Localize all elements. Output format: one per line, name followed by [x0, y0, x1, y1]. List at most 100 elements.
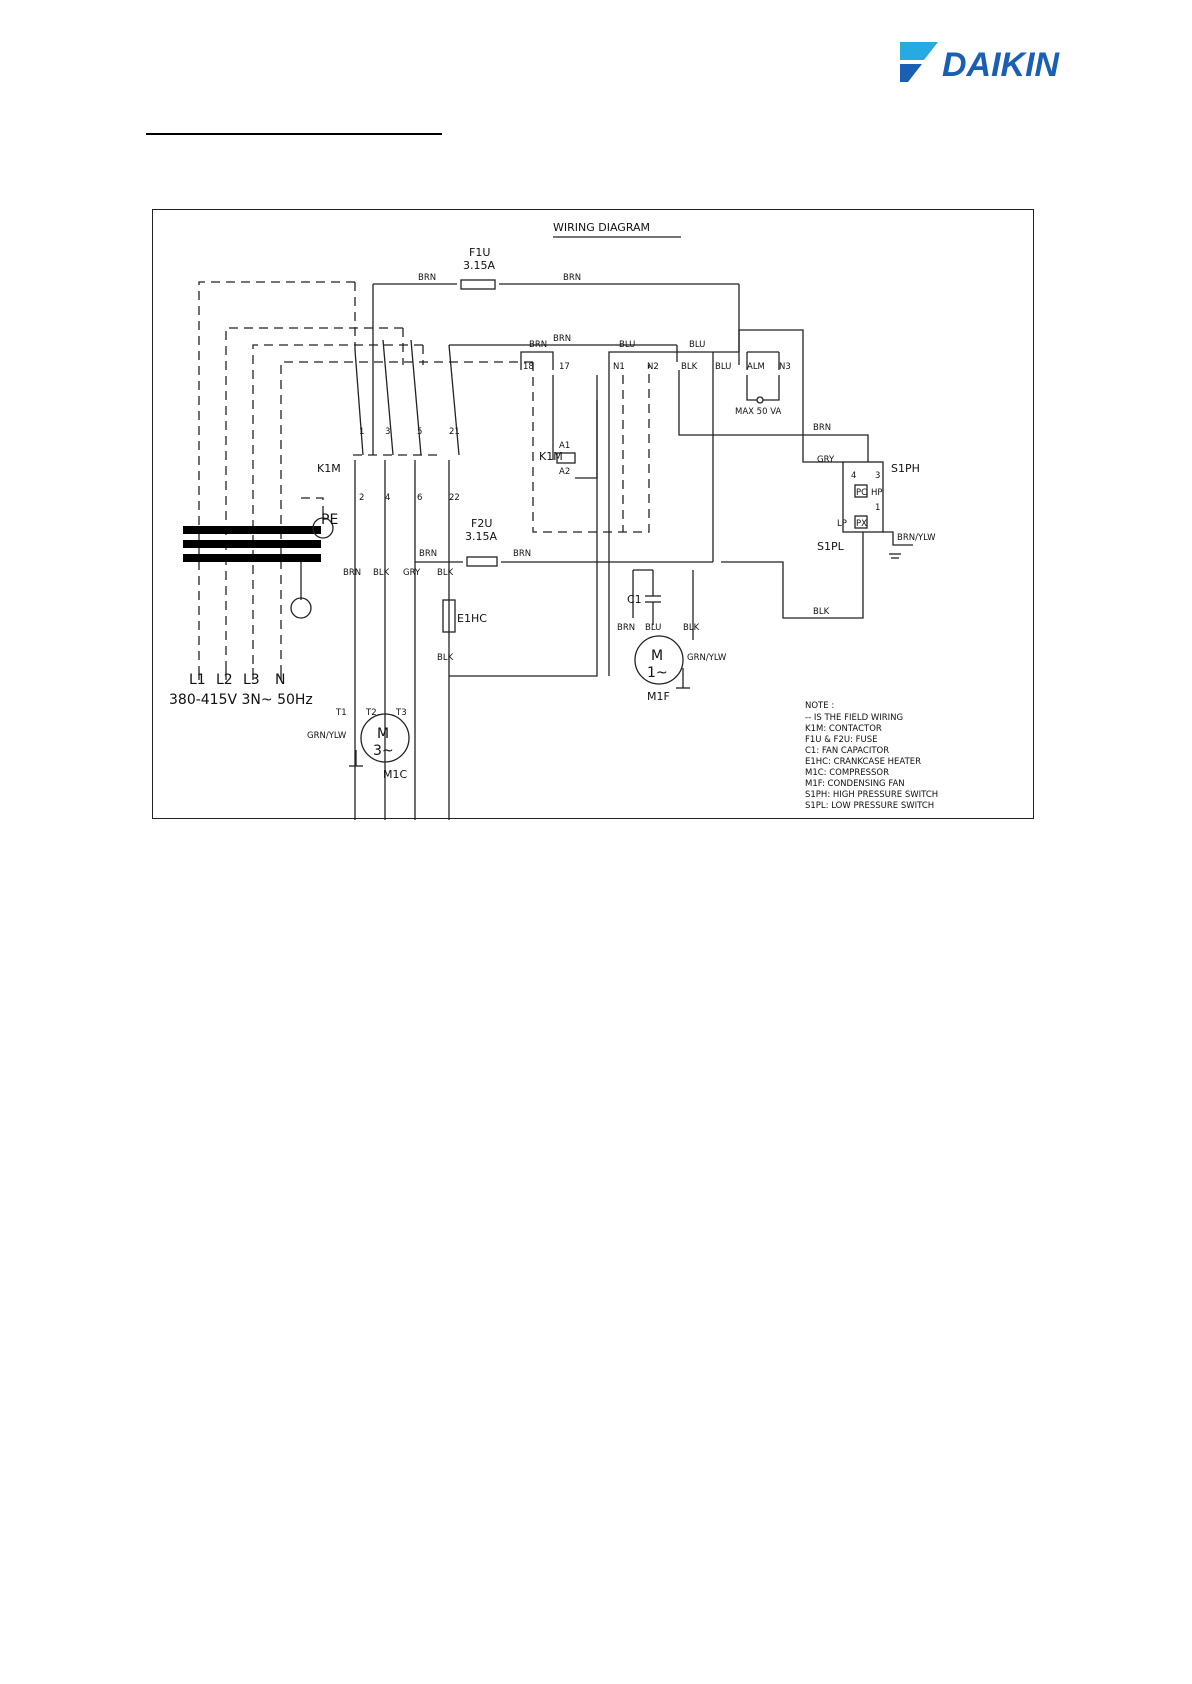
note-line-7: M1C: COMPRESSOR	[805, 768, 889, 778]
contactor-terminal-4: 4	[385, 493, 390, 503]
pressure-switch-hp: HP	[871, 488, 883, 498]
fuse-f1u-symbol	[460, 279, 496, 290]
alarm-lamp-symbol	[756, 396, 764, 404]
fuse-f2u-label: F2U	[471, 517, 492, 530]
coil-a2: A2	[559, 467, 570, 477]
logo-mark-upper	[900, 42, 938, 60]
coil-label: K1M	[539, 450, 563, 463]
supply-cable-band-2	[183, 540, 321, 548]
wire-label-gry: GRY	[817, 455, 835, 465]
contactor-terminal-2: 2	[359, 493, 364, 503]
terminal-n2: N2	[647, 362, 659, 372]
wiring-diagram-frame: WIRING DIAGRAM F1U 3.15A BRN BRN K1M 1 3…	[152, 209, 1034, 820]
note-line-2: -- IS THE FIELD WIRING	[805, 713, 903, 723]
compressor-terminal-t1: T1	[335, 708, 347, 718]
pressure-switch-high-label: S1PH	[891, 462, 920, 475]
wire-label-comp-blk: BLK	[373, 568, 390, 578]
terminal-blk: BLK	[681, 362, 698, 372]
wire-label-fan-blu: BLU	[645, 623, 661, 633]
earth-ground-symbol	[290, 597, 312, 619]
supply-line-n: N	[275, 672, 285, 688]
note-line-9: S1PH: HIGH PRESSURE SWITCH	[805, 790, 938, 800]
wire-label-heater-blk-2: BLK	[437, 653, 454, 663]
heading-underline	[146, 133, 442, 135]
wire-label-brn-3: BRN	[419, 549, 437, 559]
pressure-switch-px: PX	[856, 519, 867, 529]
wire-label-brn-ylw: BRN/YLW	[897, 533, 936, 543]
note-line-4: F1U & F2U: FUSE	[805, 735, 878, 745]
coil-symbol	[556, 452, 576, 464]
wire-label-fan-blk: BLK	[683, 623, 700, 633]
fuse-f1u-label: F1U	[469, 246, 490, 259]
wire-label-blu-2: BLU	[689, 340, 705, 350]
logo-mark-lower	[900, 64, 922, 82]
compressor-terminal-t3: T3	[395, 708, 407, 718]
fan-motor-ground-label: GRN/YLW	[687, 653, 727, 663]
heater-symbol	[442, 599, 456, 633]
note-line-6: E1HC: CRANKCASE HEATER	[805, 757, 921, 767]
wire-label-brn-4: BRN	[513, 549, 531, 559]
fan-motor-symbol-m: M	[651, 648, 663, 664]
diagram-title: WIRING DIAGRAM	[553, 221, 650, 234]
terminal-n3: N3	[779, 362, 791, 372]
compressor-symbol-m: M	[377, 726, 389, 742]
terminal-alm: ALM	[747, 362, 765, 372]
pressure-switch-contact-1: 1	[875, 503, 880, 513]
fan-motor-label: M1F	[647, 690, 670, 703]
fan-motor-phase: 1~	[647, 665, 668, 681]
fuse-f1u-rating: 3.15A	[463, 259, 495, 272]
compressor-phase: 3~	[373, 743, 394, 759]
coil-a1: A1	[559, 441, 570, 451]
wire-label-comp-brn: BRN	[343, 568, 361, 578]
note-line-3: K1M: CONTACTOR	[805, 724, 882, 734]
supply-cable-band-3	[183, 554, 321, 562]
alarm-max-va: MAX 50 VA	[735, 407, 781, 417]
wire-label-brn-5: BRN	[553, 334, 571, 344]
contactor-terminal-6: 6	[417, 493, 422, 503]
earth-label: PE	[321, 512, 338, 528]
supply-rating: 380-415V 3N~ 50Hz	[169, 692, 313, 708]
terminal-blu: BLU	[715, 362, 731, 372]
pressure-switch-contact-4: 4	[851, 471, 856, 481]
terminal-18: 18	[523, 362, 534, 372]
supply-line-l2: L2	[216, 672, 233, 688]
wire-label-brn-2: BRN	[563, 273, 581, 283]
contactor-terminal-21: 21	[449, 427, 460, 437]
logo-wordmark: DAIKIN	[942, 46, 1061, 84]
compressor-label: M1C	[383, 768, 407, 781]
contactor-terminal-22: 22	[449, 493, 460, 503]
compressor-terminal-t2: T2	[365, 708, 377, 718]
note-line-1: NOTE :	[805, 701, 834, 711]
earth-pe-symbol	[312, 517, 334, 539]
contactor-label: K1M	[317, 462, 341, 475]
pressure-switch-pc-box	[854, 484, 868, 498]
pressure-switch-px-box	[854, 515, 868, 529]
compressor-symbol	[360, 713, 410, 763]
wire-label-brn-7: BRN	[813, 423, 831, 433]
supply-cable-band-1	[183, 526, 321, 534]
wire-label-blu-1: BLU	[619, 340, 635, 350]
note-line-10: S1PL: LOW PRESSURE SWITCH	[805, 801, 934, 811]
pressure-switch-pc: PC	[856, 488, 867, 498]
terminal-17: 17	[559, 362, 570, 372]
wire-label-comp-gry: GRY	[403, 568, 421, 578]
fuse-f2u-rating: 3.15A	[465, 530, 497, 543]
contactor-terminal-3: 3	[385, 427, 390, 437]
supply-line-l3: L3	[243, 672, 260, 688]
wire-label-heater-blk: BLK	[437, 568, 454, 578]
pressure-switch-low-label: S1PL	[817, 540, 845, 553]
wire-label-fan-brn: BRN	[617, 623, 635, 633]
fuse-f2u-symbol	[466, 556, 498, 567]
note-line-5: C1: FAN CAPACITOR	[805, 746, 889, 756]
note-line-8: M1F: CONDENSING FAN	[805, 779, 905, 789]
pressure-switch-contact-3: 3	[875, 471, 880, 481]
capacitor-label: C1	[627, 593, 642, 606]
wire-label-blk-1: BLK	[813, 607, 830, 617]
wiring-diagram: WIRING DIAGRAM F1U 3.15A BRN BRN K1M 1 3…	[169, 221, 938, 820]
terminal-n1: N1	[613, 362, 625, 372]
wire-label-brn-1: BRN	[418, 273, 436, 283]
heater-label: E1HC	[457, 612, 487, 625]
pressure-switch-lp: LP	[837, 519, 847, 529]
wire-label-brn-6: BRN	[529, 340, 547, 350]
daikin-logo: DAIKIN	[898, 30, 1108, 90]
